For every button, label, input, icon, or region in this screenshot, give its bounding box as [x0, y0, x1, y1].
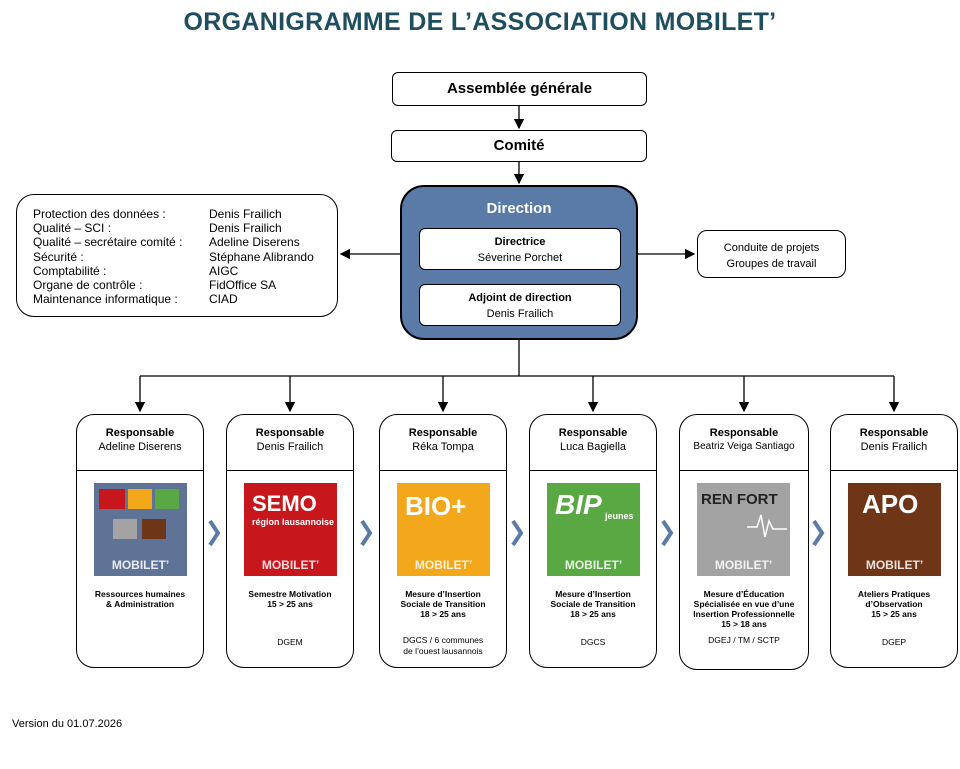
groups-line: Groupes de travail — [726, 258, 817, 270]
unit-person: Réka Tompa — [412, 441, 474, 453]
bip-logo: BIP jeunes MOBILET’ — [547, 483, 640, 576]
unit-dept: DGEM — [277, 637, 303, 647]
support-row: Protection des données :Denis Frailich — [33, 207, 282, 221]
unit-role: Responsable — [408, 427, 478, 439]
support-row: Sécurité :Stéphane Alibrando — [33, 250, 314, 264]
unit-dept: DGEP — [881, 637, 907, 647]
support-row: Organe de contrôle :FidOffice SA — [33, 278, 277, 292]
unit-person: Denis Frailich — [860, 441, 928, 453]
unit-person: Luca Bagiella — [559, 441, 627, 453]
projects-line: Conduite de projets — [723, 242, 820, 254]
support-row: Comptabilité :AIGC — [33, 264, 239, 278]
chevron-right-icon — [661, 519, 674, 547]
support-row: Qualité – secrétaire comité :Adeline Dis… — [33, 235, 300, 249]
adjoint-box: Adjoint de direction Denis Frailich — [419, 284, 621, 326]
assemblee-generale-box: Assemblée générale — [392, 72, 647, 106]
bio-logo: BIO+ MOBILET’ — [397, 483, 490, 576]
page-title: ORGANIGRAMME DE L’ASSOCIATION MOBILET’ — [183, 8, 777, 36]
support-functions-box: Protection des données :Denis Frailich Q… — [16, 194, 338, 317]
unit-dept: DGEJ / TM / SCTP — [708, 635, 780, 645]
unit-role: Responsable — [255, 427, 325, 439]
chevron-right-icon — [208, 519, 221, 547]
unit-person: Beatriz Veiga Santiago — [693, 441, 795, 452]
directrice-name: Séverine Porchet — [477, 252, 563, 264]
comite-box: Comité — [391, 130, 647, 162]
unit-role: Responsable — [859, 427, 929, 439]
direction-box: Direction Directrice Séverine Porchet Ad… — [400, 185, 638, 340]
chevron-right-icon — [511, 519, 524, 547]
support-row: Qualité – SCI :Denis Frailich — [33, 221, 282, 235]
adjoint-role: Adjoint de direction — [468, 292, 572, 304]
direction-title: Direction — [486, 200, 552, 217]
version-label: Version du 01.07.2026 — [12, 718, 123, 730]
semo-logo: SEMO région lausannoise MOBILET’ — [244, 483, 337, 576]
directrice-role: Directrice — [494, 236, 546, 248]
unit-person: Adeline Diserens — [98, 441, 182, 453]
chevron-right-icon — [360, 519, 373, 547]
support-row: Maintenance informatique :CIAD — [33, 292, 238, 306]
projects-box: Conduite de projets Groupes de travail — [697, 230, 846, 278]
unit-role: Responsable — [105, 427, 175, 439]
unit-person: Denis Frailich — [256, 441, 324, 453]
mobilet-logo: MOBILET’ — [94, 483, 187, 576]
adjoint-name: Denis Frailich — [486, 308, 554, 320]
unit-role: Responsable — [709, 427, 779, 439]
unit-role: Responsable — [558, 427, 628, 439]
chevron-right-icon — [812, 519, 825, 547]
directrice-box: Directrice Séverine Porchet — [419, 228, 621, 270]
renfort-logo: REN FORT MOBILET’ — [697, 483, 790, 576]
apo-logo: APO MOBILET’ — [848, 483, 941, 576]
unit-dept: DGCS — [580, 637, 606, 647]
